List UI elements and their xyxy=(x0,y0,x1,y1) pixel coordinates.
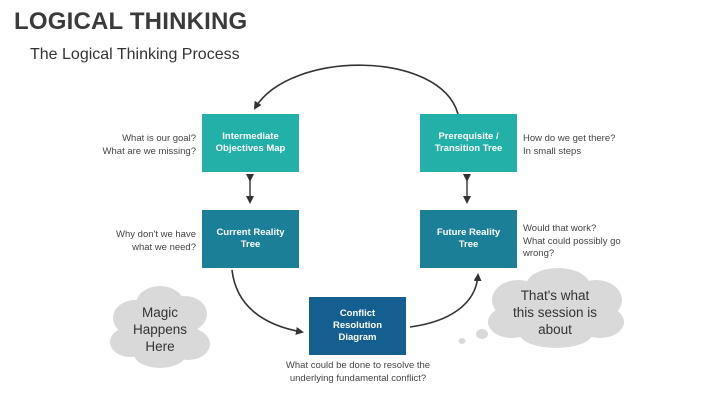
conflict-notes: What could be done to resolve the underl… xyxy=(262,360,454,385)
cloud-left-line-3: Here xyxy=(145,339,175,354)
top-arc-arrow xyxy=(253,64,459,115)
cloud-right-line-2: this session is xyxy=(512,305,598,320)
conflict-question-2: underlying fundamental conflict? xyxy=(289,372,427,384)
intermediate-notes: What is our goal? What are we missing? xyxy=(100,133,196,158)
current-question-1: Why don't we have xyxy=(116,229,196,240)
conflict-resolution-box: Conflict Resolution Diagram xyxy=(309,297,406,355)
prerequisite-question-2: In small steps xyxy=(523,145,582,157)
conflict-question-1: What could be done to resolve the xyxy=(285,360,431,371)
cloud-left-line-1: Magic xyxy=(141,305,178,320)
prerequisite-question-1: How do we get there? xyxy=(523,133,616,144)
cloud-right-text: That's what this session is about xyxy=(500,287,610,338)
future-notes: Would that work? What could possibly go … xyxy=(523,223,653,261)
cloud-right-line-1: That's what xyxy=(520,288,590,303)
intermediate-question-1: What is our goal? xyxy=(122,133,196,144)
cloud-right-line-3: about xyxy=(538,322,572,337)
prerequisite-notes: How do we get there? In small steps xyxy=(523,133,653,158)
slide-subtitle: The Logical Thinking Process xyxy=(30,46,240,63)
future-reality-box: Future Reality Tree xyxy=(420,210,517,268)
future-question-2: What could possibly go xyxy=(523,235,621,247)
intermediate-question-2: What are we missing? xyxy=(102,145,196,157)
future-question-3: wrong? xyxy=(523,248,555,259)
cloud-left-text: Magic Happens Here xyxy=(120,304,200,355)
future-question-1: Would that work? xyxy=(523,223,597,234)
cloud-right xyxy=(458,268,624,348)
cloud-left xyxy=(110,286,210,368)
slide-title: LOGICAL THINKING xyxy=(14,8,248,35)
current-reality-box: Current Reality Tree xyxy=(202,210,299,268)
intermediate-objectives-box: Intermediate Objectives Map xyxy=(202,114,299,172)
conflict-to-future-arrow xyxy=(409,273,482,328)
current-question-2: what we need? xyxy=(132,241,196,253)
prerequisite-transition-box: Prerequisite / Transition Tree xyxy=(420,114,517,172)
current-notes: Why don't we have what we need? xyxy=(96,229,196,254)
current-to-conflict-arrow xyxy=(231,269,304,335)
cloud-left-line-2: Happens xyxy=(132,322,188,337)
